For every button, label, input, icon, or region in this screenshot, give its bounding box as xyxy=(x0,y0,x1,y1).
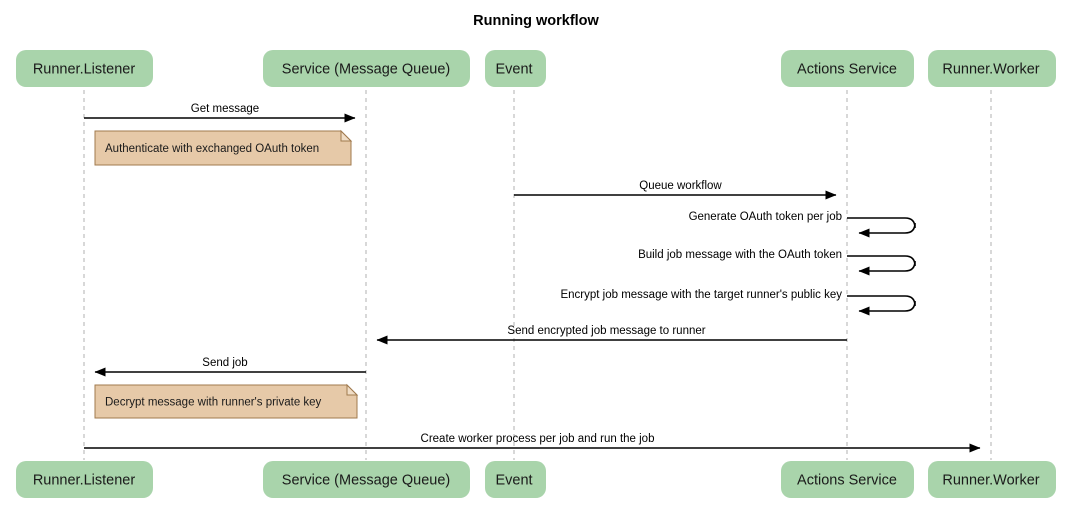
participant-label-event-bottom: Event xyxy=(495,473,532,489)
participant-box-actions-service-bottom[interactable] xyxy=(781,461,914,498)
note-body-decrypt-note xyxy=(94,384,358,419)
message-queue-workflow[interactable]: Queue workflow xyxy=(514,180,837,200)
participant-label-runner-listener-bottom: Runner.Listener xyxy=(33,473,136,489)
message-label-create-worker-process: Create worker process per job and run th… xyxy=(421,433,655,445)
note-authenticate-note: Authenticate with exchanged OAuth token xyxy=(94,129,353,166)
participants-header-row: Runner.Listener Service (Message Queue) Ev… xyxy=(16,50,1056,87)
message-label-generate-oauth-token-per-job: Generate OAuth token per job xyxy=(689,211,842,223)
participants-footer-row: Runner.Listener Service (Message Queue) Ev… xyxy=(16,461,1056,498)
participant-box-service-message-queue-bottom[interactable] xyxy=(263,461,470,498)
participant-label-runner-worker-top: Runner.Worker xyxy=(942,62,1039,78)
message-build-job-message-with-oauth-token[interactable]: Build job message with the OAuth token xyxy=(638,249,916,276)
note-decrypt-note: Decrypt message with runner's private ke… xyxy=(94,383,359,419)
message-label-get-message: Get message xyxy=(191,103,259,115)
participant-box-runner-worker-bottom[interactable] xyxy=(928,461,1056,498)
message-generate-oauth-token-per-job[interactable]: Generate OAuth token per job xyxy=(689,211,916,238)
participant-label-runner-worker-bottom: Runner.Worker xyxy=(942,473,1039,489)
message-label-send-job: Send job xyxy=(202,357,247,369)
message-get-message[interactable]: Get message xyxy=(84,103,356,123)
note-fold-corner-icon-decrypt-note xyxy=(346,383,359,396)
participant-box-actions-service-top[interactable] xyxy=(781,50,914,87)
message-label-encrypt-job-message: Encrypt job message with the target runn… xyxy=(560,289,842,301)
participant-label-runner-listener-top: Runner.Listener xyxy=(33,62,136,78)
message-send-job[interactable]: Send job xyxy=(94,357,366,377)
notes-group: Authenticate with exchanged OAuth tokenD… xyxy=(94,129,359,419)
self-loop-path-build-job-message-with-oauth-token xyxy=(847,255,916,276)
message-label-send-encrypted-job-message-to-runner: Send encrypted job message to runner xyxy=(507,325,705,337)
participant-box-service-message-queue-top[interactable] xyxy=(263,50,470,87)
participant-label-service-message-queue-bottom: Service (Message Queue) xyxy=(282,473,450,489)
message-label-queue-workflow: Queue workflow xyxy=(639,180,722,192)
note-text-decrypt-note: Decrypt message with runner's private ke… xyxy=(105,397,322,409)
message-label-build-job-message-with-oauth-token: Build job message with the OAuth token xyxy=(638,249,842,261)
note-body-authenticate-note xyxy=(94,130,352,166)
participant-label-event-top: Event xyxy=(495,62,532,78)
participant-label-actions-service-top: Actions Service xyxy=(797,62,897,78)
participant-box-runner-listener-top[interactable] xyxy=(16,50,153,87)
participant-box-runner-listener-bottom[interactable] xyxy=(16,461,153,498)
participant-box-event-bottom[interactable] xyxy=(485,461,546,498)
lifelines-group xyxy=(83,90,992,460)
self-loop-path-generate-oauth-token-per-job xyxy=(847,217,916,238)
participant-label-service-message-queue-top: Service (Message Queue) xyxy=(282,62,450,78)
note-fold-corner-icon-authenticate-note xyxy=(340,129,353,142)
participant-label-actions-service-bottom: Actions Service xyxy=(797,473,897,489)
message-create-worker-process[interactable]: Create worker process per job and run th… xyxy=(84,433,981,453)
note-text-authenticate-note: Authenticate with exchanged OAuth token xyxy=(105,143,319,155)
participant-box-event-top[interactable] xyxy=(485,50,546,87)
self-loop-path-encrypt-job-message xyxy=(847,295,916,316)
participant-box-runner-worker-top[interactable] xyxy=(928,50,1056,87)
message-send-encrypted-job-message-to-runner[interactable]: Send encrypted job message to runner xyxy=(376,325,847,345)
page-title: Running workflow xyxy=(473,13,599,29)
message-encrypt-job-message[interactable]: Encrypt job message with the target runn… xyxy=(560,289,916,316)
